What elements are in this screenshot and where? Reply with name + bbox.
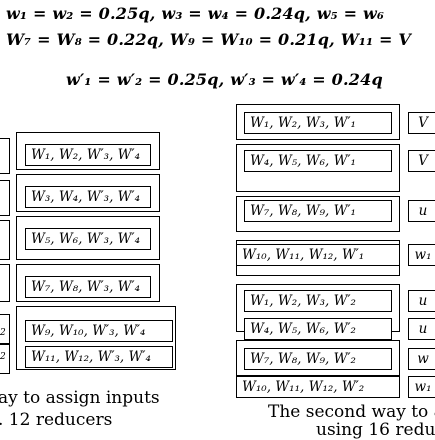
left-frame-4 (16, 264, 160, 302)
left-edge-tick-5: 2 (0, 328, 6, 338)
right-frame-1 (236, 104, 400, 140)
right-frame-3 (236, 196, 400, 232)
right-frame-2 (236, 144, 400, 192)
left-frame-3 (16, 216, 160, 260)
middle-reducer-8: W₁₀, W₁₁, W₁₂, W′₂ (236, 376, 400, 398)
left-reducer-4: W₇, W₈, W′₃, W′₄ (25, 276, 151, 298)
equation-line-3: w′₁ = w′₂ = 0.25q, w′₃ = w′₄ = 0.24q (66, 70, 383, 89)
left-outer-box-6 (0, 344, 10, 374)
left-outer-box-1 (0, 138, 10, 174)
middle-reducer-4: W₁₀, W₁₁, W₁₂, W′₁ (236, 244, 400, 266)
middle-reducer-3: W₇, W₈, W₉, W′₁ (244, 200, 392, 222)
right-frame-6 (236, 340, 400, 376)
middle-reducer-6: W₄, W₅, W₆, W′₂ (244, 318, 392, 340)
left-frame-2 (16, 174, 160, 212)
right-edge-box-7: w (408, 348, 435, 370)
middle-reducer-1: W₁, W₂, W₃, W′₁ (244, 112, 392, 134)
right-caption-line-2: using 16 redu (316, 420, 435, 440)
right-caption-line-1: The second way to a (268, 402, 435, 422)
left-outer-box-5 (0, 314, 10, 344)
left-edge-tick-6: 2 (0, 352, 6, 362)
left-reducer-3: W₅, W₆, W′₃, W′₄ (25, 228, 151, 250)
left-reducer-5: W₉, W₁₀, W′₃, W′₄ (25, 320, 173, 342)
right-edge-box-1: V (408, 112, 435, 134)
left-caption-line-2: . 12 reducers (0, 410, 113, 430)
left-reducer-6: W₁₁, W₁₂, W′₃, W′₄ (25, 346, 173, 368)
middle-reducer-7: W₇, W₈, W₉, W′₂ (244, 348, 392, 370)
left-reducer-1: W₁, W₂, W′₃, W′₄ (25, 144, 151, 166)
middle-reducer-2: W₄, W₅, W₆, W′₁ (244, 150, 392, 172)
left-caption-line-1: ay to assign inputs (0, 388, 160, 408)
left-outer-box-2 (0, 180, 10, 216)
right-edge-box-4: w₁ (408, 244, 435, 266)
equation-line-1: w₁ = w₂ = 0.25q, w₃ = w₄ = 0.24q, w₅ = w… (6, 4, 385, 23)
right-edge-box-5: u (408, 290, 435, 312)
right-edge-box-2: V (408, 150, 435, 172)
right-edge-box-6: u (408, 318, 435, 340)
equation-line-2: W₇ = W₈ = 0.22q, W₉ = W₁₀ = 0.21q, W₁₁ =… (6, 30, 412, 49)
left-frame-1 (16, 132, 160, 170)
left-outer-box-4 (0, 264, 10, 302)
middle-reducer-5: W₁, W₂, W₃, W′₂ (244, 290, 392, 312)
left-reducer-2: W₃, W₄, W′₃, W′₄ (25, 186, 151, 208)
right-edge-box-8: w₁ (408, 376, 435, 398)
right-edge-box-3: u (408, 200, 435, 222)
left-outer-box-3 (0, 220, 10, 260)
left-frame-5 (16, 306, 176, 370)
